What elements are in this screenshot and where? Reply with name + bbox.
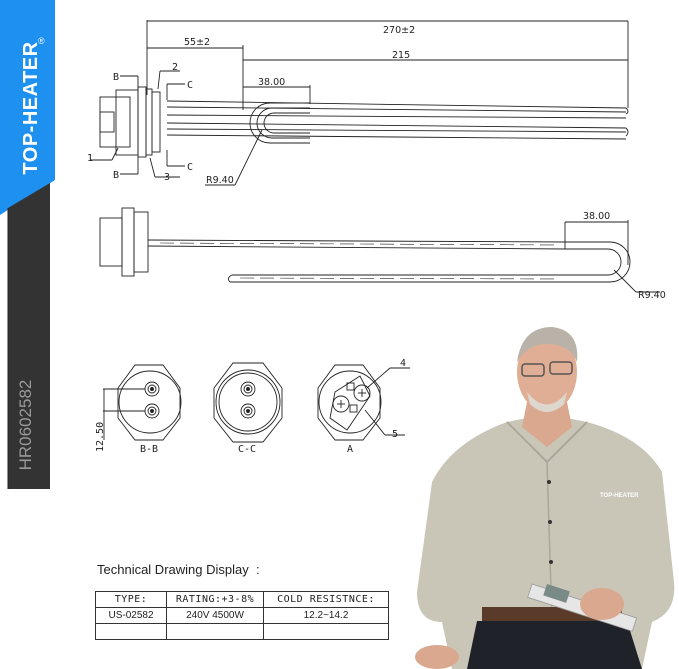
header-type: TYPE: bbox=[95, 591, 167, 608]
cell-empty bbox=[263, 623, 389, 640]
part-label-4: 4 bbox=[400, 358, 406, 369]
section-c-c bbox=[213, 362, 283, 443]
section-label-c-top: C bbox=[187, 80, 193, 91]
bend-radius-side: R9.40 bbox=[638, 290, 666, 301]
dim-bend-width-side: 38.00 bbox=[583, 211, 610, 222]
dim-bend-width-top: 38.00 bbox=[258, 77, 285, 88]
dim-pin-spacing: 12.50 bbox=[95, 422, 106, 452]
spec-table: TYPE: RATING:+3-8% COLD RESISTNCE: US-02… bbox=[95, 591, 389, 640]
drawing-caption: Technical Drawing Display : bbox=[97, 562, 260, 577]
side-view bbox=[99, 207, 660, 293]
cell-rating: 240V 4500W bbox=[166, 607, 264, 624]
section-label-b-top: B bbox=[113, 72, 119, 83]
dim-overall: 270±2 bbox=[383, 25, 415, 36]
section-label-b-b: B-B bbox=[140, 444, 158, 455]
registered-mark: ® bbox=[38, 36, 45, 46]
cell-empty bbox=[166, 623, 264, 640]
table-row bbox=[95, 623, 389, 640]
table-header-row: TYPE: RATING:+3-8% COLD RESISTNCE: bbox=[95, 591, 389, 608]
header-cold-resistance: COLD RESISTNCE: bbox=[263, 591, 389, 608]
brand-logo: TOP-HEATER ® bbox=[5, 18, 53, 198]
dim-element: 215 bbox=[392, 50, 410, 61]
part-label-2: 2 bbox=[172, 62, 178, 73]
table-row: US-02582 240V 4500W 12.2~14.2 bbox=[95, 607, 389, 624]
section-b-b bbox=[103, 364, 182, 441]
dim-flange: 55±2 bbox=[184, 37, 210, 48]
part-label-5: 5 bbox=[392, 429, 398, 440]
presenter-photo: TOP-HEATER bbox=[415, 327, 675, 669]
section-a bbox=[317, 364, 410, 441]
part-label-3: 3 bbox=[164, 172, 170, 183]
section-label-c-bottom: C bbox=[187, 162, 193, 173]
header-rating: RATING:+3-8% bbox=[166, 591, 264, 608]
banner-shape bbox=[0, 0, 55, 489]
top-view bbox=[90, 20, 629, 186]
section-label-b-bottom: B bbox=[113, 170, 119, 181]
brand-banner: TOP-HEATER ® HR0602582 bbox=[0, 0, 60, 669]
shirt-logo: TOP-HEATER bbox=[600, 493, 639, 499]
bend-radius-top: R9.40 bbox=[206, 175, 234, 186]
cell-type: US-02582 bbox=[95, 607, 167, 624]
cell-cold-resistance: 12.2~14.2 bbox=[263, 607, 389, 624]
section-label-a: A bbox=[347, 444, 353, 455]
cell-empty bbox=[95, 623, 167, 640]
part-label-1: 1 bbox=[87, 153, 93, 164]
section-label-c-c: C-C bbox=[238, 444, 256, 455]
